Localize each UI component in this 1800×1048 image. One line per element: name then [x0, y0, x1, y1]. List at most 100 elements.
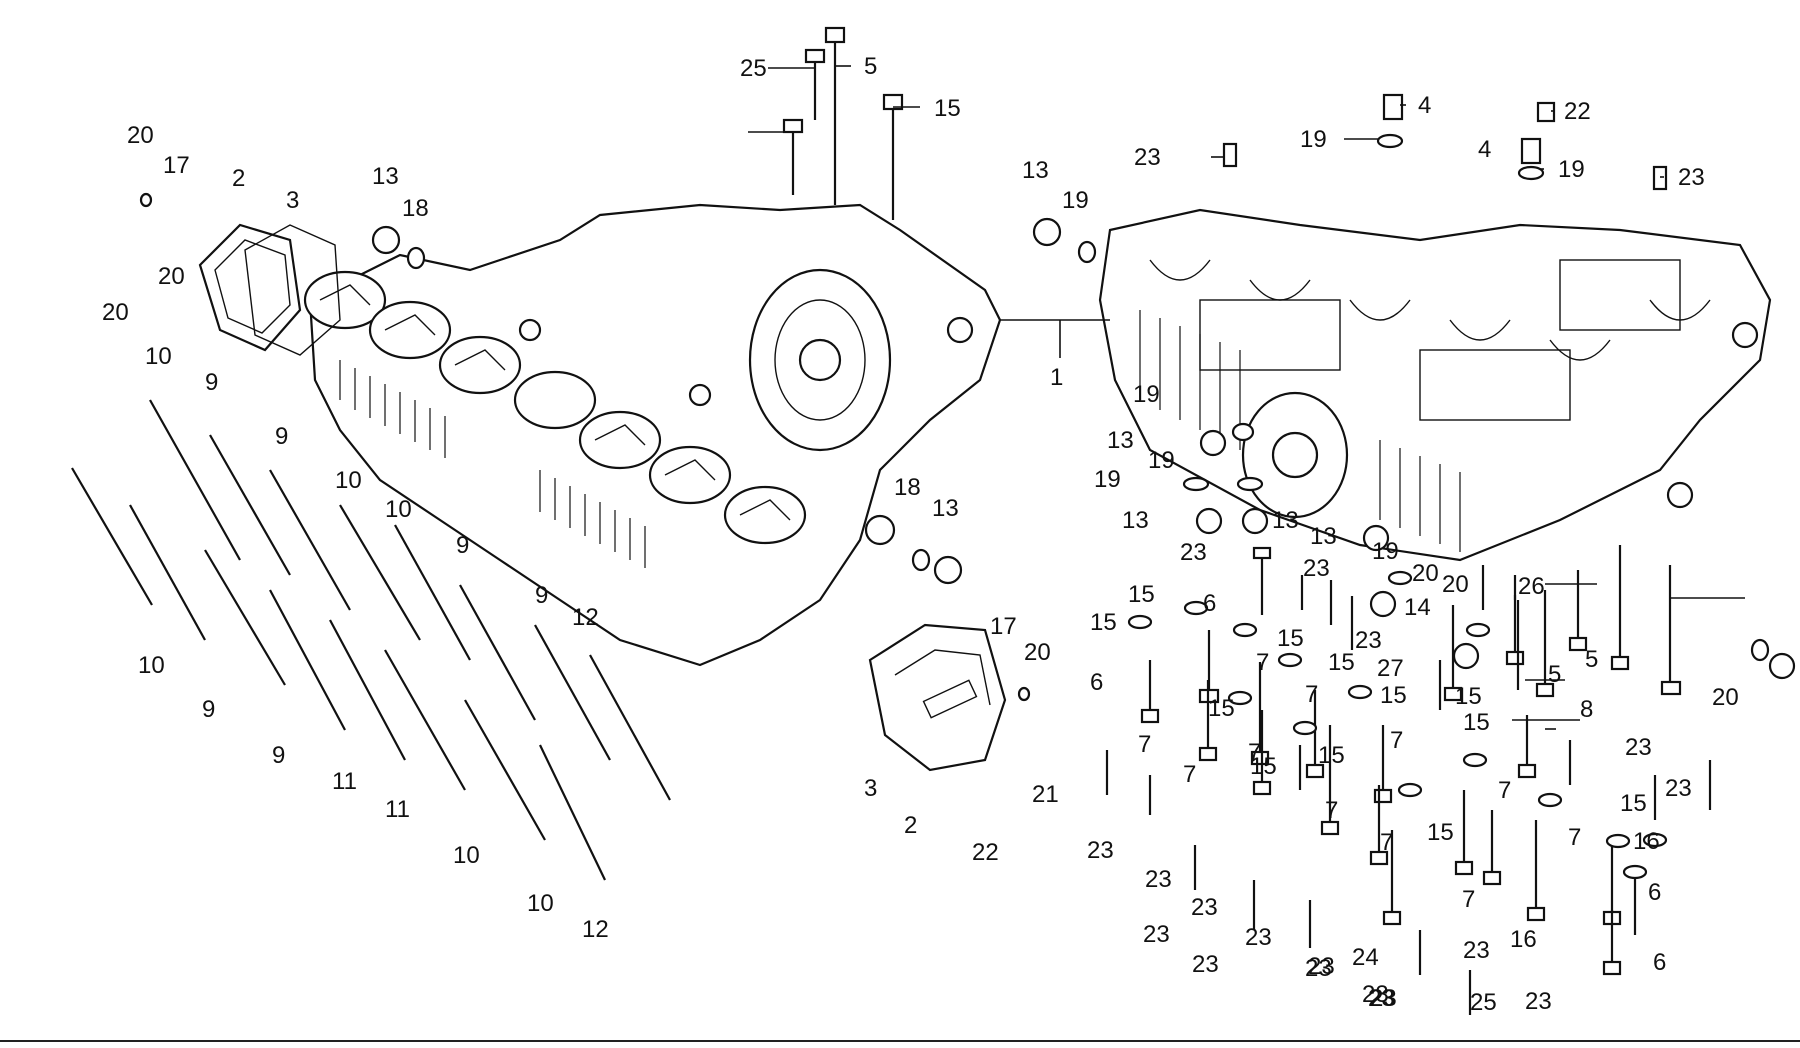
callout-20: 20 [1024, 639, 1051, 666]
callout-19: 19 [1094, 466, 1121, 493]
callout-15: 15 [1090, 609, 1117, 636]
callout-20: 21 [1032, 781, 1059, 808]
callout-23: 23 [1370, 985, 1397, 1012]
callout-8: 8 [1580, 696, 1593, 723]
callout-20: 22 [972, 839, 999, 866]
callout-25: 26 [1518, 573, 1545, 600]
callout-15: 16 [1510, 926, 1537, 953]
callout-2: 2 [232, 165, 245, 192]
callout-6: 6 [1090, 669, 1103, 696]
callout-20: 20 [127, 122, 154, 149]
callout-7: 7 [1305, 681, 1318, 708]
callout-1: 1 [1050, 364, 1063, 391]
callout-6: 6 [1648, 879, 1661, 906]
callout-11: 12 [582, 916, 609, 943]
callout-2: 2 [904, 812, 917, 839]
callout-15: 15 [1328, 649, 1355, 676]
callout-15: 15 [1427, 819, 1454, 846]
callout-23: 23 [1355, 627, 1382, 654]
callout-5: 5 [1585, 646, 1598, 673]
callout-23: 23 [1303, 555, 1330, 582]
callout-10: 11 [332, 768, 357, 795]
callout-7: 7 [1256, 649, 1269, 676]
callout-17: 18 [402, 195, 429, 222]
callout-15: 15 [1250, 753, 1277, 780]
callout-17: 18 [894, 474, 921, 501]
callout-9: 9 [205, 369, 218, 396]
callout-15: 15 [1128, 581, 1155, 608]
small-parts-icon [139, 93, 1796, 702]
callout-9: 9 [456, 532, 469, 559]
callout-23: 23 [1245, 924, 1272, 951]
callout-10: 10 [145, 343, 172, 370]
top-bolts-icon [782, 26, 904, 220]
callout-23: 23 [1625, 734, 1652, 761]
callout-19: 19 [1133, 381, 1160, 408]
callout-labels: 1 2 2 3 3 4 4 5 5 5 6 6 6 6 7 7 7 7 7 7 … [102, 53, 1739, 1016]
callout-9: 9 [272, 742, 285, 769]
callout-7: 7 [1138, 731, 1151, 758]
callout-16: 17 [163, 152, 190, 179]
callout-23: 23 [1305, 955, 1332, 982]
callout-12: 13 [932, 495, 959, 522]
callout-21: 22 [1564, 98, 1591, 125]
callout-10: 10 [138, 652, 165, 679]
callout-23: 23 [1665, 775, 1692, 802]
callout-7: 7 [1462, 886, 1475, 913]
callout-11: 12 [572, 604, 599, 631]
callout-9: 9 [275, 423, 288, 450]
callout-13: 14 [1404, 594, 1431, 621]
callout-23: 23 [1180, 539, 1207, 566]
callout-9: 9 [202, 696, 215, 723]
callout-9: 10 [453, 842, 480, 869]
callout-25: 27 [1377, 655, 1404, 682]
callout-12: 13 [372, 163, 399, 190]
callout-20: 20 [158, 263, 185, 290]
callout-15: 15 [1620, 790, 1647, 817]
callout-7: 7 [1248, 739, 1261, 766]
callout-15: 15 [1208, 695, 1235, 722]
callout-19: 20 [1442, 571, 1469, 598]
crankcase-bolts-icon [1105, 545, 1712, 1015]
callout-9: 10 [527, 890, 554, 917]
callout-15: 15 [1463, 709, 1490, 736]
callout-10: 11 [385, 796, 410, 823]
callout-5: 5 [864, 53, 877, 80]
callout-7: 7 [1390, 727, 1403, 754]
upper-crankcase-icon [303, 203, 1002, 667]
callout-15: 15 [1318, 742, 1345, 769]
callout-10: 10 [335, 467, 362, 494]
alternator-cover-icon [868, 623, 1007, 772]
callout-15: 15 [1380, 682, 1407, 709]
gasket-icon [244, 224, 341, 356]
callout-13: 13 [1107, 427, 1134, 454]
callout-23: 23 [1525, 988, 1552, 1015]
callout-15: 16 [1633, 828, 1660, 855]
callout-6: 6 [1203, 590, 1216, 617]
callout-9: 9 [535, 582, 548, 609]
callout-14: 15 [934, 95, 961, 122]
callout-18: 19 [1300, 126, 1327, 153]
callout-7: 7 [1380, 829, 1393, 856]
callout-3: 3 [864, 775, 877, 802]
callout-23: 23 [1308, 953, 1335, 980]
callout-19: 20 [1412, 560, 1439, 587]
callout-24: 25 [740, 55, 767, 82]
callout-3: 3 [286, 187, 299, 214]
callout-13: 13 [1022, 157, 1049, 184]
callout-23: 23 [1143, 921, 1170, 948]
callout-23: 23 [1368, 985, 1395, 1012]
callout-13: 15 [1455, 683, 1482, 710]
callout-23: 23 [1463, 937, 1490, 964]
callout-15: 15 [1277, 625, 1304, 652]
lower-crankcase-icon [1098, 208, 1772, 562]
callout-13: 13 [1310, 523, 1337, 550]
callout-4: 4 [1418, 92, 1431, 119]
callout-6: 6 [1653, 949, 1666, 976]
callout-7: 7 [1568, 824, 1581, 851]
callout-23: 23 [1191, 894, 1218, 921]
callout-23: 23 [1362, 981, 1389, 1008]
callout-4: 4 [1478, 136, 1491, 163]
callout-7: 7 [1498, 777, 1511, 804]
